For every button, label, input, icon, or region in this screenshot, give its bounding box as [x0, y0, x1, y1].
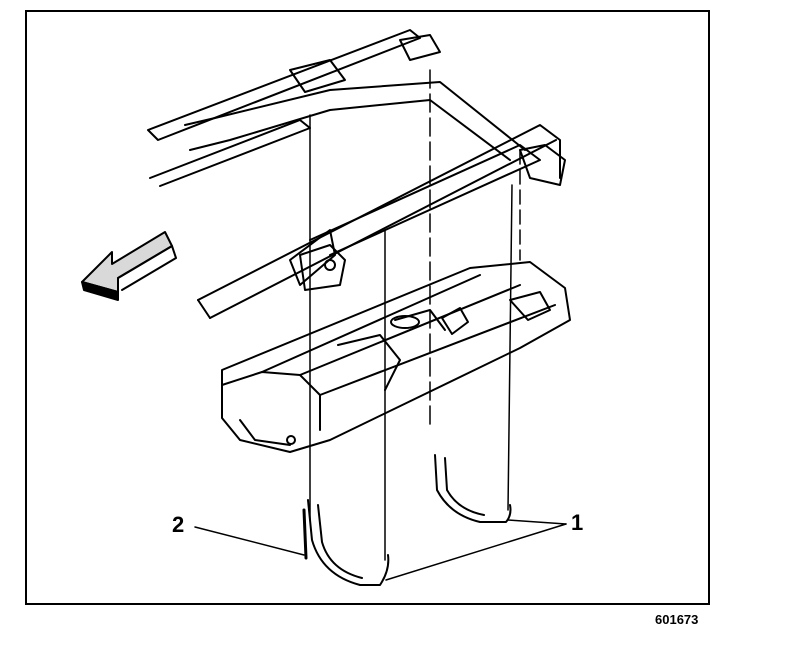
fuel-tank-straps	[302, 69, 521, 586]
callout-2-label: 2	[172, 512, 185, 537]
fuel-tank	[221, 261, 571, 453]
callout-leaders	[194, 519, 567, 581]
frame-rails	[147, 29, 566, 319]
illustration-border	[25, 10, 710, 605]
front-direction-arrow	[81, 231, 177, 301]
callout-1-label: 1	[571, 510, 584, 535]
figure-number: 601673	[655, 612, 699, 627]
